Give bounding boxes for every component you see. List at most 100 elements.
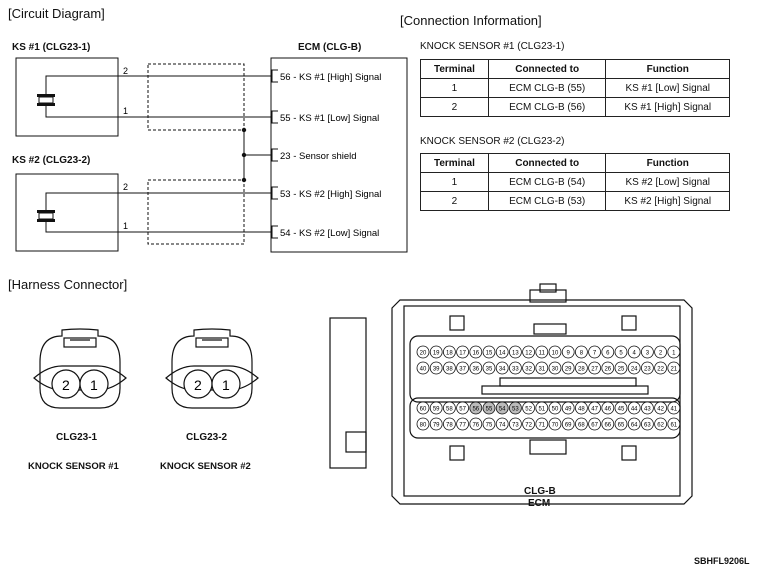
ecm-pin-label-47: 47 [591,407,598,413]
ecm-pin-10 [548,345,562,359]
ecm-pin-17 [456,345,470,359]
shield-2 [147,179,245,245]
ecm-pin-label-36: 36 [472,367,479,373]
ecm-pin-51 [535,401,549,415]
ecm-pin-label-72: 72 [525,423,532,429]
ecm-pin-label-76: 76 [472,423,479,429]
clg23-1-pin-2: 2 [62,377,70,393]
ecm-pin-43 [641,401,654,415]
ecm-pin-label-74: 74 [499,423,506,429]
ecm-pin-31 [535,361,549,375]
connection-table-ks2: Terminal Connected to Function 1 ECM CLG… [420,153,730,211]
ecm-pin-label-49: 49 [565,407,572,413]
ecm-pin-27 [588,361,601,375]
ecm-pin-44 [627,401,641,415]
ecm-pin-48 [575,401,588,415]
ecm-pin-label-60: 60 [420,407,427,413]
ecm-pin-9 [561,345,575,359]
ecm-pin-label-25: 25 [618,367,625,373]
circuit-diagram-heading: [Circuit Diagram] [8,6,105,21]
ecm-pin-58 [442,401,456,415]
ecm-pin-36 [469,361,483,375]
ecm-pin-49 [561,401,575,415]
ecm-pin-35 [482,361,496,375]
ecm-pin-label-52: 52 [525,407,532,413]
ecm-pin-label-66: 66 [604,423,611,429]
ecm-pin-66 [601,417,615,431]
ecm-pin-label-26: 26 [604,367,611,373]
ecm-pin-label-78: 78 [446,423,453,429]
ks2-sensor-symbol [37,210,55,222]
ecm-pin-label-28: 28 [578,367,585,373]
ecm-pin-19 [429,345,443,359]
ecm-pin-label-22: 22 [657,367,664,373]
ecm-pin-30 [548,361,562,375]
ecm-pin-label-3: 3 [646,351,650,357]
ecm-pin-47 [588,401,601,415]
ecm-pin-42 [654,401,667,415]
ecm-pin-23 [641,361,654,375]
ecm-pin-label-33: 33 [512,367,519,373]
ecm-connector [329,283,693,505]
ecm-pin-39 [429,361,443,375]
ecm-pin-64 [627,417,641,431]
ecm-pin-label-46: 46 [604,407,611,413]
ecm-pin-label-31: 31 [538,367,545,373]
connector-clg23-2 [165,328,259,409]
ecm-pin-54 [495,401,509,415]
ecm-pin-label-35: 35 [486,367,493,373]
clg23-2-code: CLG23-2 [186,432,228,443]
ecm-pin-label-59: 59 [433,407,440,413]
ecm-pin-label-7: 7 [593,351,597,357]
ecm-pin-29 [561,361,575,375]
ecm-pin-55 [482,401,496,415]
ecm-pin-32 [522,361,535,375]
ecm-pin-label-63: 63 [644,423,651,429]
ecm-pin-55: 55 - KS #1 [Low] Signal [280,113,379,124]
ks1-sensor-symbol [37,94,55,106]
ecm-pin-label-54: 54 [499,407,506,413]
figure-code: SBHFL9206L [694,556,750,566]
ks2-pin-1: 1 [123,221,128,231]
ecm-pin-45 [614,401,628,415]
clg23-2-pin-2: 2 [194,377,202,393]
table-row: 2 ECM CLG-B (53) KS #2 [High] Signal [420,191,730,211]
ecm-pin-25 [614,361,628,375]
ecm-pin-14 [495,345,509,359]
ecm-pin-80 [416,417,430,431]
ecm-pin-label-69: 69 [565,423,572,429]
ecm-pin-4 [627,345,641,359]
connector-clg23-1 [33,328,127,409]
ecm-pin-63 [641,417,654,431]
ecm-pin-label-34: 34 [499,367,506,373]
ecm-pin-71 [535,417,549,431]
ecm-pin-75 [482,417,496,431]
ecm-pin-label-56: 56 [472,407,479,413]
ks1-title: KS #1 (CLG23-1) [12,42,91,53]
ecm-pin-2 [654,345,667,359]
clg23-1-code: CLG23-1 [56,432,98,443]
ks1-box [15,57,119,137]
clg23-1-name: KNOCK SENSOR #1 [28,461,119,472]
ecm-pin-46 [601,401,615,415]
ecm-pin-label-17: 17 [459,351,466,357]
ecm-pin-label-79: 79 [433,423,440,429]
ecm-pin-label-19: 19 [433,351,440,357]
ecm-pin-label-14: 14 [499,351,506,357]
ecm-pin-68 [575,417,588,431]
ecm-pin-label-68: 68 [578,423,585,429]
ecm-pin-57 [456,401,470,415]
ecm-pin-label-44: 44 [631,407,638,413]
ecm-pin-label-75: 75 [486,423,493,429]
ecm-pin-label-40: 40 [420,367,427,373]
ecm-pin-62 [654,417,667,431]
ecm-pin-label-61: 61 [670,423,677,429]
ecm-pin-label-73: 73 [512,423,519,429]
ecm-pin-label-13: 13 [512,351,519,357]
ecm-title: ECM (CLG-B) [298,42,362,53]
ks2-pin-2: 2 [123,182,128,192]
ecm-pin-label-16: 16 [472,351,479,357]
ecm-pin-24 [627,361,641,375]
ks2-box [15,173,119,252]
ecm-pin-53 [509,401,522,415]
